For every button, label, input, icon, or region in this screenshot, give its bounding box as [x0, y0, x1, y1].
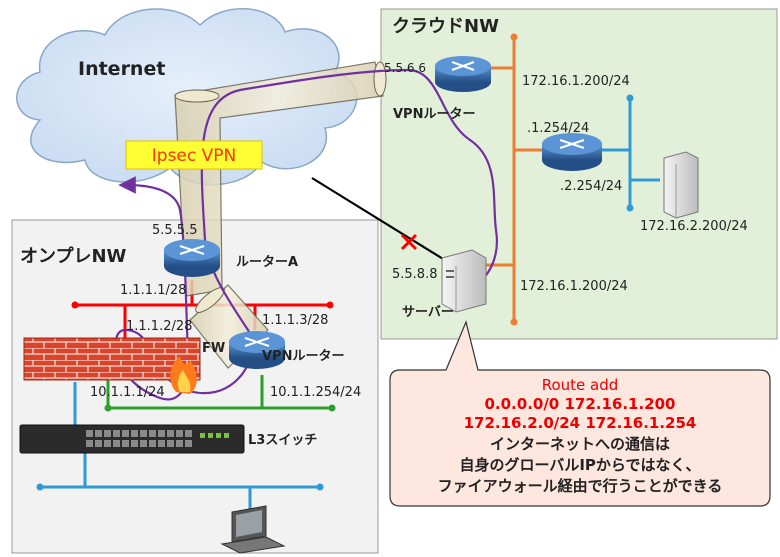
- switch-port: [113, 430, 120, 437]
- router2-upper-ip: .1.254/24: [527, 121, 589, 136]
- switch-port: [131, 430, 138, 437]
- switch-port: [158, 430, 165, 437]
- switch-port: [86, 440, 93, 447]
- link-endpoint-dot: [328, 404, 336, 412]
- cloud-server-ip: 172.16.2.200/24: [640, 219, 748, 234]
- switch-port: [185, 430, 192, 437]
- link-endpoint-dot: [316, 483, 324, 491]
- switch-port: [86, 430, 93, 437]
- cloud-vpn-router-label: VPNルーター: [393, 107, 475, 122]
- cloud-internal-router: .1.254/24 .2.254/24: [527, 121, 622, 194]
- switch-port: [140, 440, 147, 447]
- link-endpoint-dot: [326, 301, 334, 309]
- firewall-icon: FW: [23, 337, 225, 394]
- route-callout: Route add 0.0.0.0/0 172.16.1.200 172.16.…: [389, 320, 771, 507]
- switch-port: [122, 430, 129, 437]
- cloud-server-icon: 172.16.2.200/24: [640, 151, 748, 234]
- ipsec-vpn-tag: Ipsec VPN: [125, 140, 263, 170]
- switch-port: [149, 440, 156, 447]
- link-endpoint-dot: [36, 483, 44, 491]
- switch-led: [216, 433, 221, 438]
- l3-switch-icon: L3スイッチ: [19, 424, 317, 454]
- blocked-route: [311, 177, 449, 263]
- callout-line-3: 172.16.2.0/24 172.16.1.254: [464, 414, 697, 432]
- l3-switch-label: L3スイッチ: [248, 433, 317, 448]
- switch-port: [176, 430, 183, 437]
- switch-port: [158, 440, 165, 447]
- lan-1-label: 10.1.1.1/24: [90, 385, 165, 400]
- switch-port: [95, 440, 102, 447]
- router-a-label: ルーターA: [236, 255, 298, 270]
- cloud-nw-title: クラウドNW: [392, 16, 499, 37]
- seg-3-label: 1.1.1.3/28: [262, 313, 328, 328]
- callout-line-5: 自身のグローバルIPからではなく、: [460, 456, 701, 474]
- switch-port: [122, 440, 129, 447]
- onprem-nw-title: オンプレNW: [20, 245, 127, 267]
- callout-line-2: 0.0.0.0/0 172.16.1.200: [484, 395, 675, 413]
- link-endpoint-dot: [510, 318, 518, 326]
- server-local-ip: 172.16.1.200/24: [520, 279, 628, 294]
- cloud-net-1-label: 172.16.1.200/24: [522, 74, 630, 89]
- switch-port: [104, 430, 111, 437]
- seg-1-label: 1.1.1.1/28: [120, 283, 186, 298]
- laptop-icon: [220, 505, 286, 554]
- link-endpoint-dot: [104, 404, 112, 412]
- link-endpoint-dot: [71, 301, 79, 309]
- onprem-vpn-router: VPNルーター 10.1.1.1/24 10.1.1.254/24: [90, 331, 361, 400]
- ipsec-vpn-label: Ipsec VPN: [152, 146, 236, 166]
- callout-line-4: インターネットへの通信は: [490, 435, 670, 453]
- server-icon: 5.5.8.8 サーバー 172.16.1.200/24: [392, 249, 628, 320]
- router-a-ip: 5.5.5.5: [152, 223, 197, 238]
- link-endpoint-dot: [510, 33, 518, 41]
- link-endpoint-dot: [626, 204, 634, 212]
- server-label: サーバー: [402, 305, 454, 320]
- fw-label: FW: [202, 341, 225, 356]
- switch-port: [140, 430, 147, 437]
- lan-2-label: 10.1.1.254/24: [270, 385, 361, 400]
- seg-2-label: 1.1.1.2/28: [126, 319, 192, 334]
- onprem-vpn-router-label: VPNルーター: [262, 349, 344, 364]
- cloud-vpn-router: 5.5.6.6 VPNルーター 172.16.1.200/24: [384, 56, 630, 122]
- callout-line-6: ファイアウォール経由で行うことができる: [438, 477, 723, 495]
- cloud-vpn-router-ip: 5.5.6.6: [384, 61, 426, 75]
- switch-port: [149, 430, 156, 437]
- switch-port: [104, 440, 111, 447]
- switch-port: [113, 440, 120, 447]
- router-a: 5.5.5.5 ルーターA 1.1.1.1/28 1.1.1.2/28 1.1.…: [120, 223, 328, 334]
- switch-led: [224, 433, 229, 438]
- switch-port: [131, 440, 138, 447]
- switch-port: [167, 430, 174, 437]
- router2-lower-ip: .2.254/24: [560, 179, 622, 194]
- link-endpoints: [36, 33, 634, 491]
- internet-label: Internet: [78, 58, 165, 80]
- switch-port: [176, 440, 183, 447]
- switch-port: [95, 430, 102, 437]
- cloud-links: [486, 35, 660, 324]
- switch-led: [208, 433, 213, 438]
- switch-port: [167, 440, 174, 447]
- switch-port: [185, 440, 192, 447]
- server-global-ip: 5.5.8.8: [392, 267, 437, 282]
- callout-line-1: Route add: [542, 376, 619, 394]
- link-endpoint-dot: [626, 94, 634, 102]
- switch-led: [200, 433, 205, 438]
